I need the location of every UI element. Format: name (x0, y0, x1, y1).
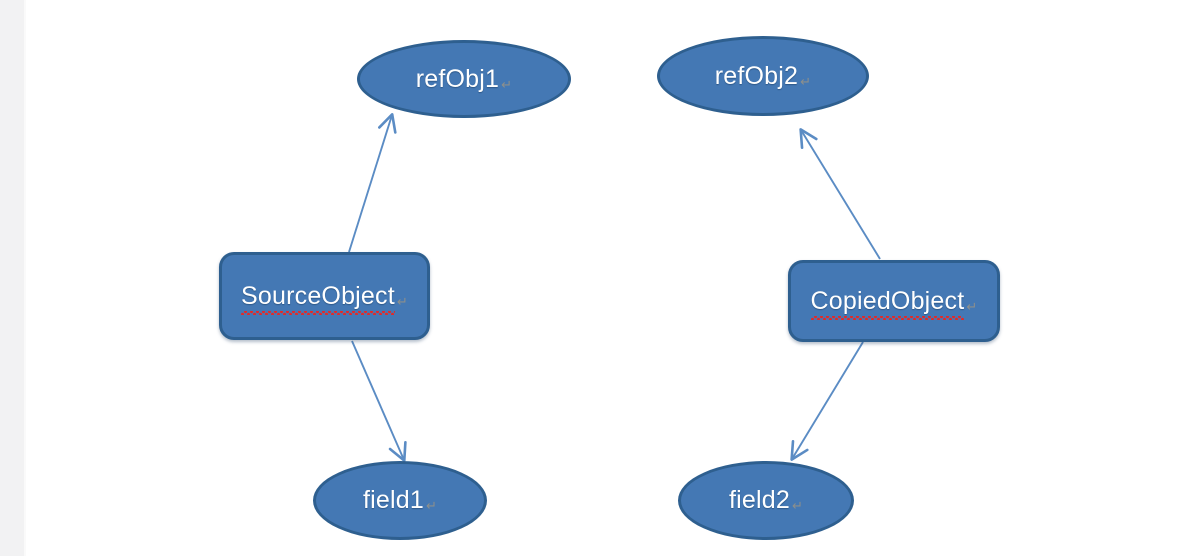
paragraph-mark-icon: ↵ (800, 73, 812, 89)
node-refobj1-label: refObj1↵ (416, 65, 512, 94)
node-field1[interactable]: field1↵ (313, 461, 487, 540)
node-sourceobject[interactable]: SourceObject↵ (219, 252, 430, 340)
edge-source-to-field1 (351, 340, 407, 462)
edge-source-to-refobj1 (348, 113, 397, 253)
node-field2-text: field2 (728, 486, 790, 514)
node-sourceobject-label: SourceObject↵ (241, 281, 408, 315)
paragraph-mark-icon: ↵ (791, 498, 804, 513)
paragraph-mark-icon: ↵ (966, 298, 978, 314)
edge-copied-to-field2 (790, 341, 864, 461)
node-refobj1-text: refObj1 (415, 64, 500, 93)
paragraph-mark-icon: ↵ (425, 498, 438, 513)
paragraph-mark-icon: ↵ (396, 293, 408, 309)
paragraph-mark-icon: ↵ (501, 76, 513, 92)
node-copiedobject-text: CopiedObject (810, 286, 965, 320)
node-sourceobject-text: SourceObject (241, 281, 395, 315)
page-left-margin-edge (24, 0, 26, 556)
node-refobj2-label: refObj2↵ (715, 62, 811, 91)
node-copiedobject-label: CopiedObject↵ (810, 286, 978, 320)
node-field2[interactable]: field2↵ (678, 461, 854, 540)
node-refobj1[interactable]: refObj1↵ (357, 40, 571, 118)
node-refobj2[interactable]: refObj2↵ (657, 36, 869, 116)
node-refobj2-text: refObj2 (714, 61, 799, 90)
page-left-margin (0, 0, 24, 556)
node-field2-label: field2↵ (729, 486, 803, 515)
node-field1-label: field1↵ (363, 486, 437, 515)
edge-copied-to-refobj2 (799, 128, 881, 260)
node-copiedobject[interactable]: CopiedObject↵ (788, 260, 1000, 342)
node-field1-text: field1 (362, 486, 424, 514)
